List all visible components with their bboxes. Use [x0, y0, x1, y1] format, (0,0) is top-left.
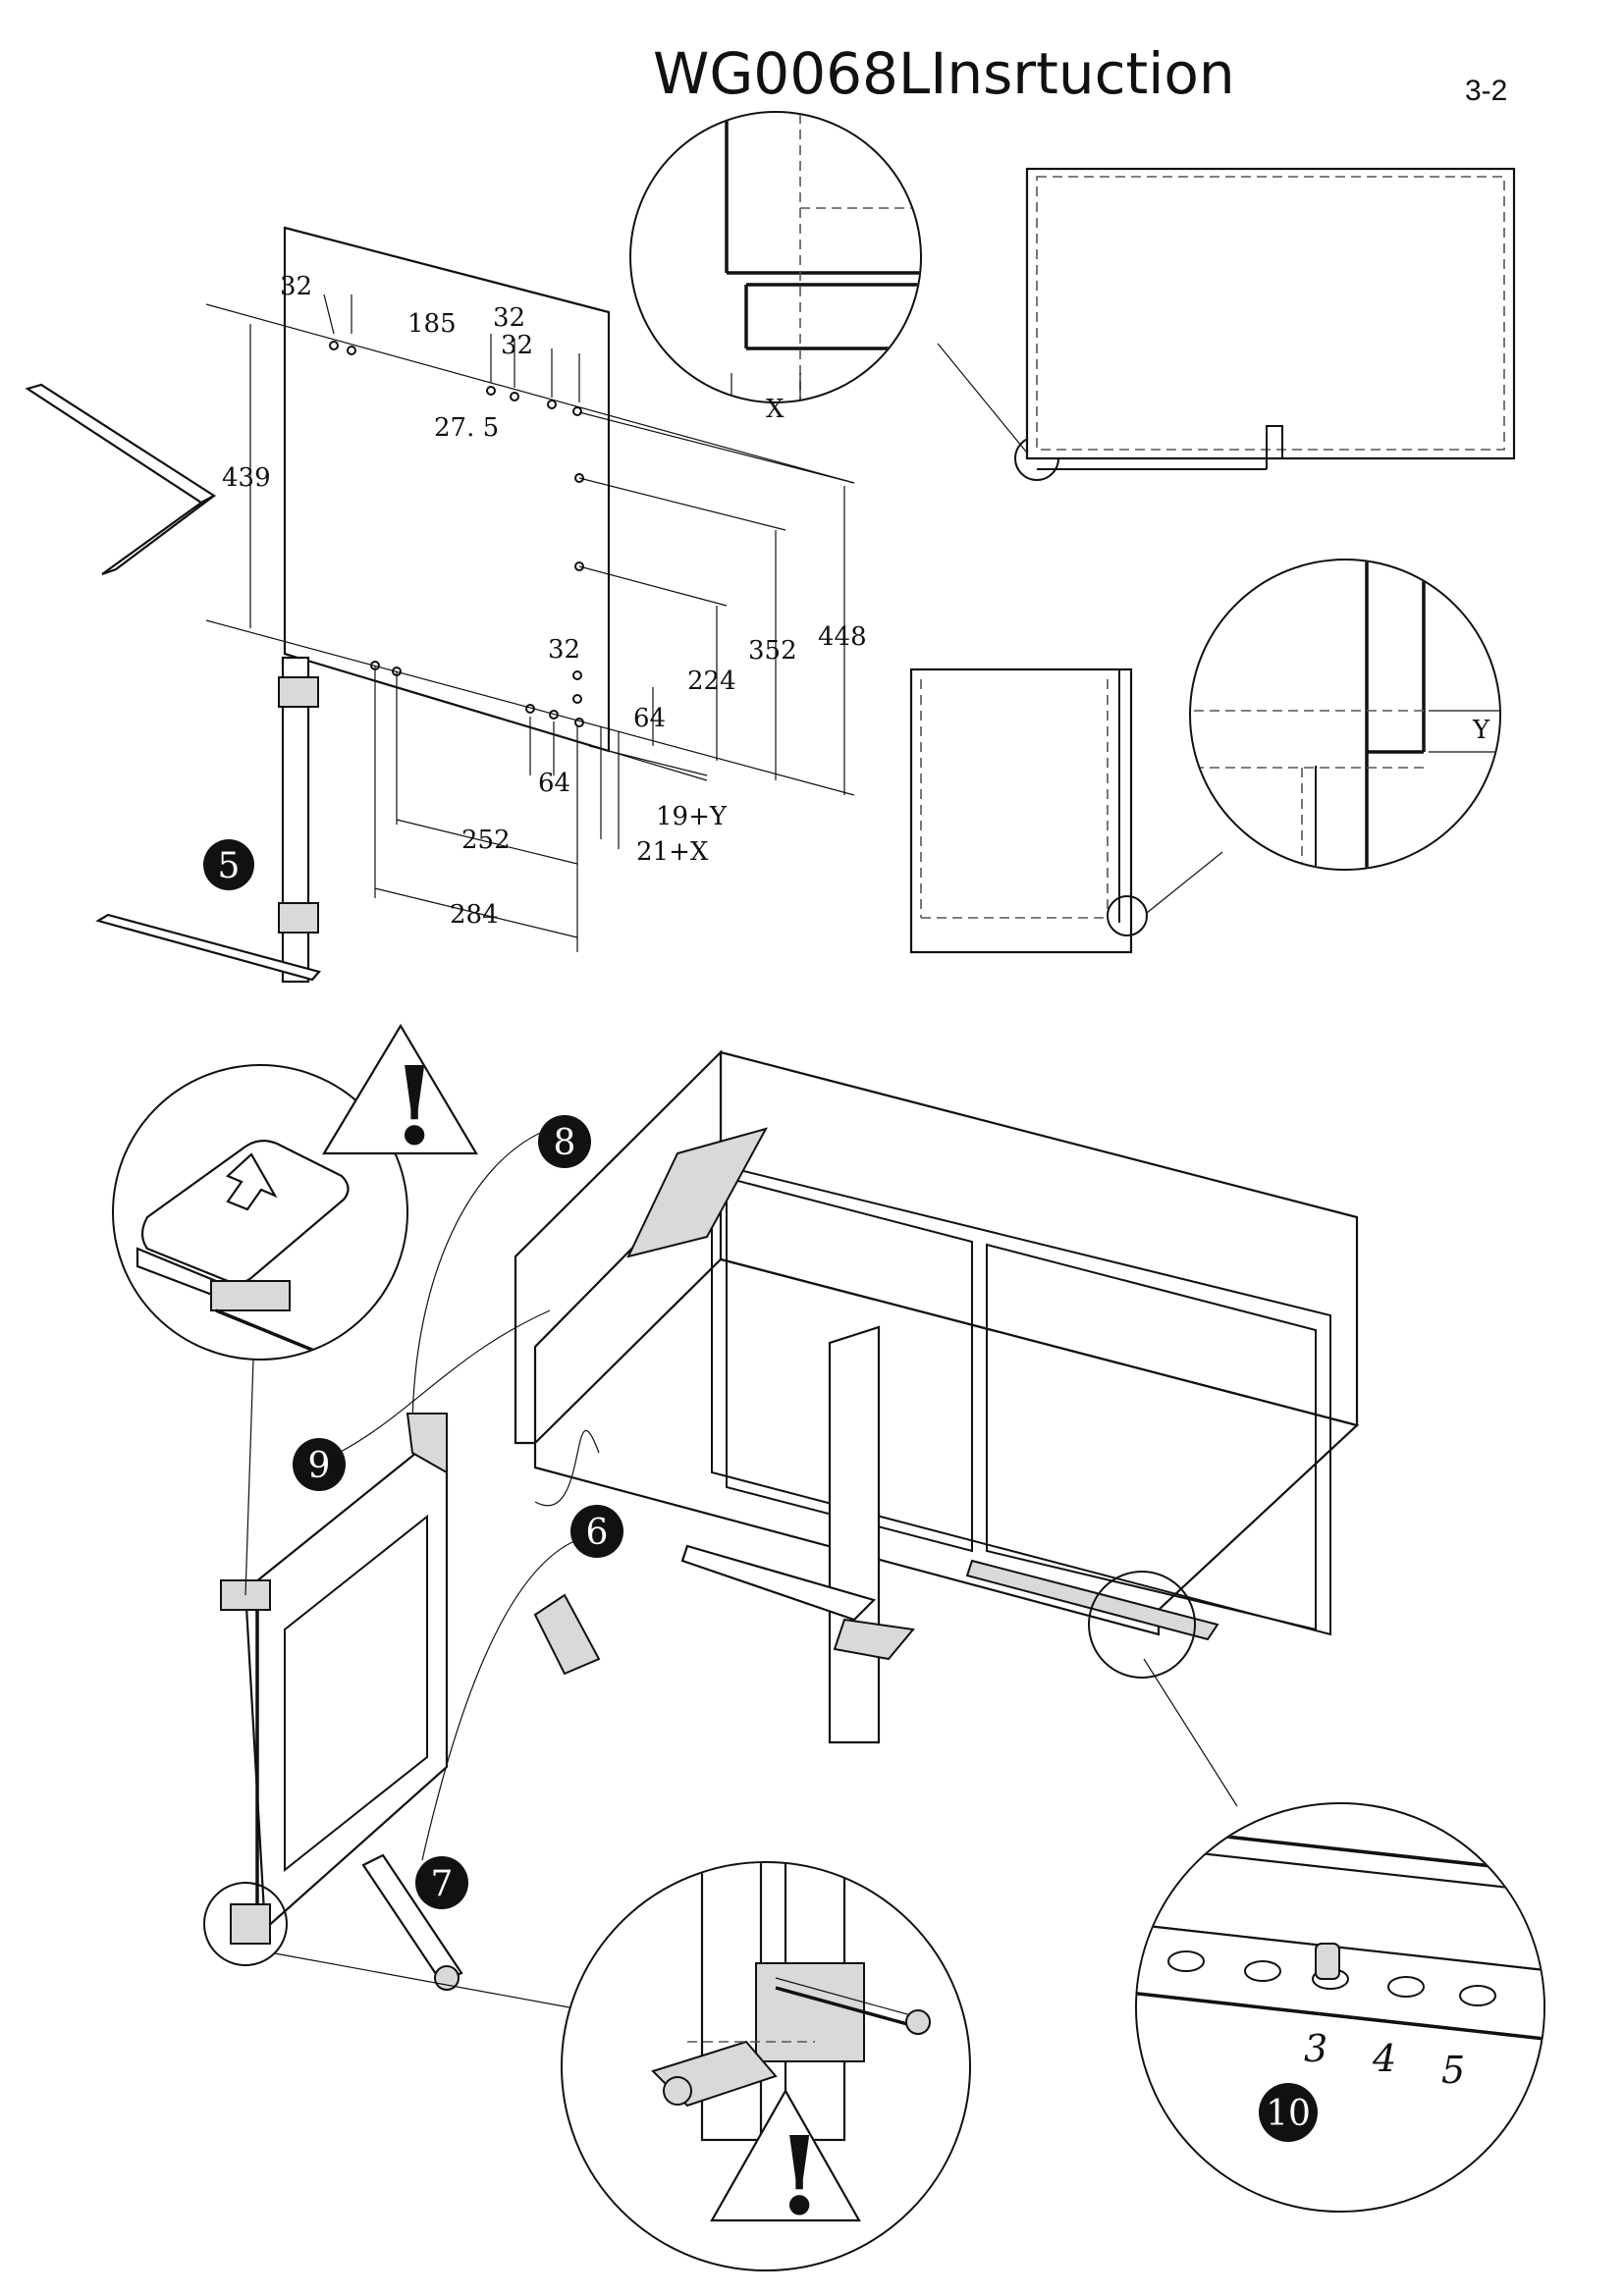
- hole-position-detail: 3 4 5: [1135, 1802, 1545, 2213]
- cabinet-assembly: [514, 1049, 1360, 1807]
- cabinet-side-view: [909, 667, 1148, 954]
- step-5-badge: [203, 839, 254, 890]
- floor-arm: [680, 1544, 877, 1622]
- step-8-badge: [538, 1115, 591, 1168]
- center-post: [828, 1325, 881, 1744]
- step-6-badge: [570, 1505, 623, 1558]
- hinge-detail: [274, 1861, 971, 2271]
- page-number: 3-2: [1465, 75, 1507, 107]
- detail-x-label: X: [766, 395, 785, 424]
- pull-out-frame: [203, 1413, 463, 1991]
- bottom-bracket-bar: [95, 913, 321, 982]
- step-5-label: 5: [218, 846, 241, 886]
- step-9-label: 9: [308, 1446, 331, 1486]
- dim-64-vertical: 64: [633, 704, 666, 733]
- arrow-up-icon: [226, 1152, 278, 1211]
- dim-352: 352: [748, 636, 797, 666]
- step-9-badge: [293, 1438, 346, 1491]
- rail-detail-marker: [1088, 1571, 1196, 1679]
- step-7-badge: [415, 1856, 468, 1909]
- dim-32-top-left: 32: [280, 272, 312, 301]
- dim-252: 252: [461, 826, 511, 855]
- dim-32-lower: 32: [548, 635, 580, 665]
- warning-triangle-icon-bottom: !: [710, 2088, 861, 2239]
- slide-arm-upper: [25, 383, 217, 505]
- detail-y-circle: Y: [1146, 559, 1501, 914]
- dim-21-plus-x: 21+X: [636, 837, 709, 867]
- push-button-detail: [112, 1064, 408, 1596]
- cabinet-outline: [1025, 167, 1516, 460]
- door-panel: [283, 226, 611, 753]
- dim-224: 224: [687, 667, 736, 696]
- left-side-panel: [514, 1049, 723, 1445]
- cabinet-top-view: [1025, 167, 1516, 470]
- side-outline: [909, 667, 1133, 954]
- top-slide-rail: [626, 1127, 769, 1258]
- dim-448: 448: [818, 622, 867, 652]
- door-drilling-diagram: 32 185 32 32 27. 5 439 448 352 224 32 64…: [25, 226, 867, 984]
- dim-185: 185: [407, 309, 457, 339]
- step-7-label: 7: [431, 1864, 454, 1904]
- dim-27-5: 27. 5: [434, 413, 499, 443]
- hole-label-3: 3: [1304, 2027, 1327, 2070]
- dim-64-horizontal: 64: [538, 769, 570, 798]
- push-button-cap: [140, 1140, 350, 1284]
- bottom-pivot: [230, 1903, 271, 1945]
- slide-arm-lower: [101, 495, 215, 576]
- dim-19-plus-y: 19+Y: [656, 802, 728, 831]
- sheet-title: WG0068LInsrtuction: [653, 40, 1235, 107]
- dim-439: 439: [222, 463, 271, 493]
- dim-32-upper: 32: [493, 303, 525, 333]
- frame-outer: [244, 1425, 449, 1932]
- warning-glyph-bottom: !: [776, 2112, 823, 2239]
- dim-284: 284: [450, 900, 499, 930]
- step-10-label: 10: [1266, 2094, 1311, 2134]
- hole-label-5: 5: [1441, 2049, 1465, 2092]
- warning-triangle-icon: !: [322, 1023, 478, 1169]
- hole-label-4: 4: [1372, 2037, 1396, 2080]
- dim-32-second: 32: [501, 331, 533, 360]
- warning-glyph-top: !: [391, 1042, 438, 1169]
- bottom-arm: [361, 1853, 463, 1985]
- detail-y-label: Y: [1472, 716, 1490, 745]
- screw-pin: [1315, 1943, 1340, 1980]
- detail-x-circle: X: [629, 111, 1059, 481]
- top-hinge-plate: [406, 1413, 448, 1474]
- step-10-badge: [1259, 2083, 1318, 2142]
- step-8-label: 8: [554, 1123, 576, 1163]
- step-6-label: 6: [586, 1513, 609, 1553]
